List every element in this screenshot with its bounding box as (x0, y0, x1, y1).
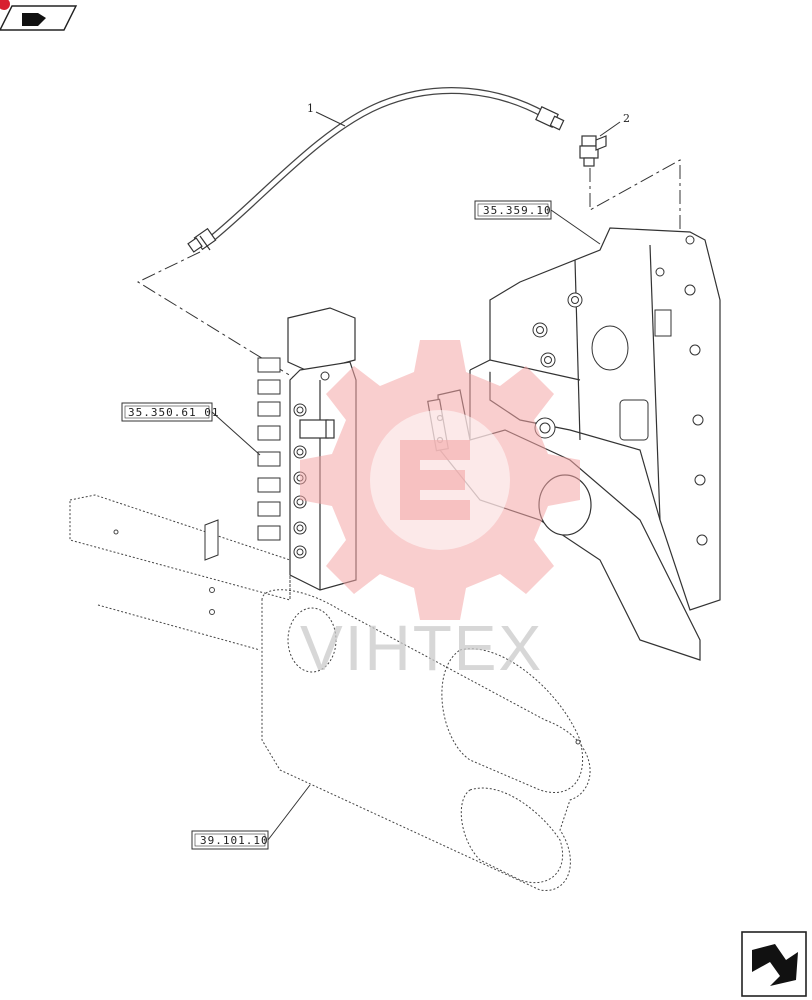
hydraulic-hose (187, 87, 565, 253)
callout-part-1: 1 (307, 102, 314, 115)
ref-box-valve-block[interactable]: 35.359.10 (474, 200, 601, 245)
elbow-fitting (579, 135, 607, 167)
ref-label-manifold: 35.350.61 01 (128, 406, 219, 419)
ref-label-frame: 39.101.10 (200, 834, 269, 847)
callout-part-2: 2 (623, 112, 630, 125)
watermark-text: VIHTEX (300, 612, 543, 684)
frame-outline (69, 494, 591, 891)
prev-page-icon[interactable] (0, 0, 78, 31)
ref-box-frame[interactable]: 39.101.10 (191, 784, 311, 850)
ref-box-manifold[interactable]: 35.350.61 01 (121, 402, 261, 456)
ref-label-valve-block: 35.359.10 (483, 204, 552, 217)
next-page-icon[interactable] (741, 931, 807, 997)
watermark: VIHTEX (300, 340, 580, 684)
